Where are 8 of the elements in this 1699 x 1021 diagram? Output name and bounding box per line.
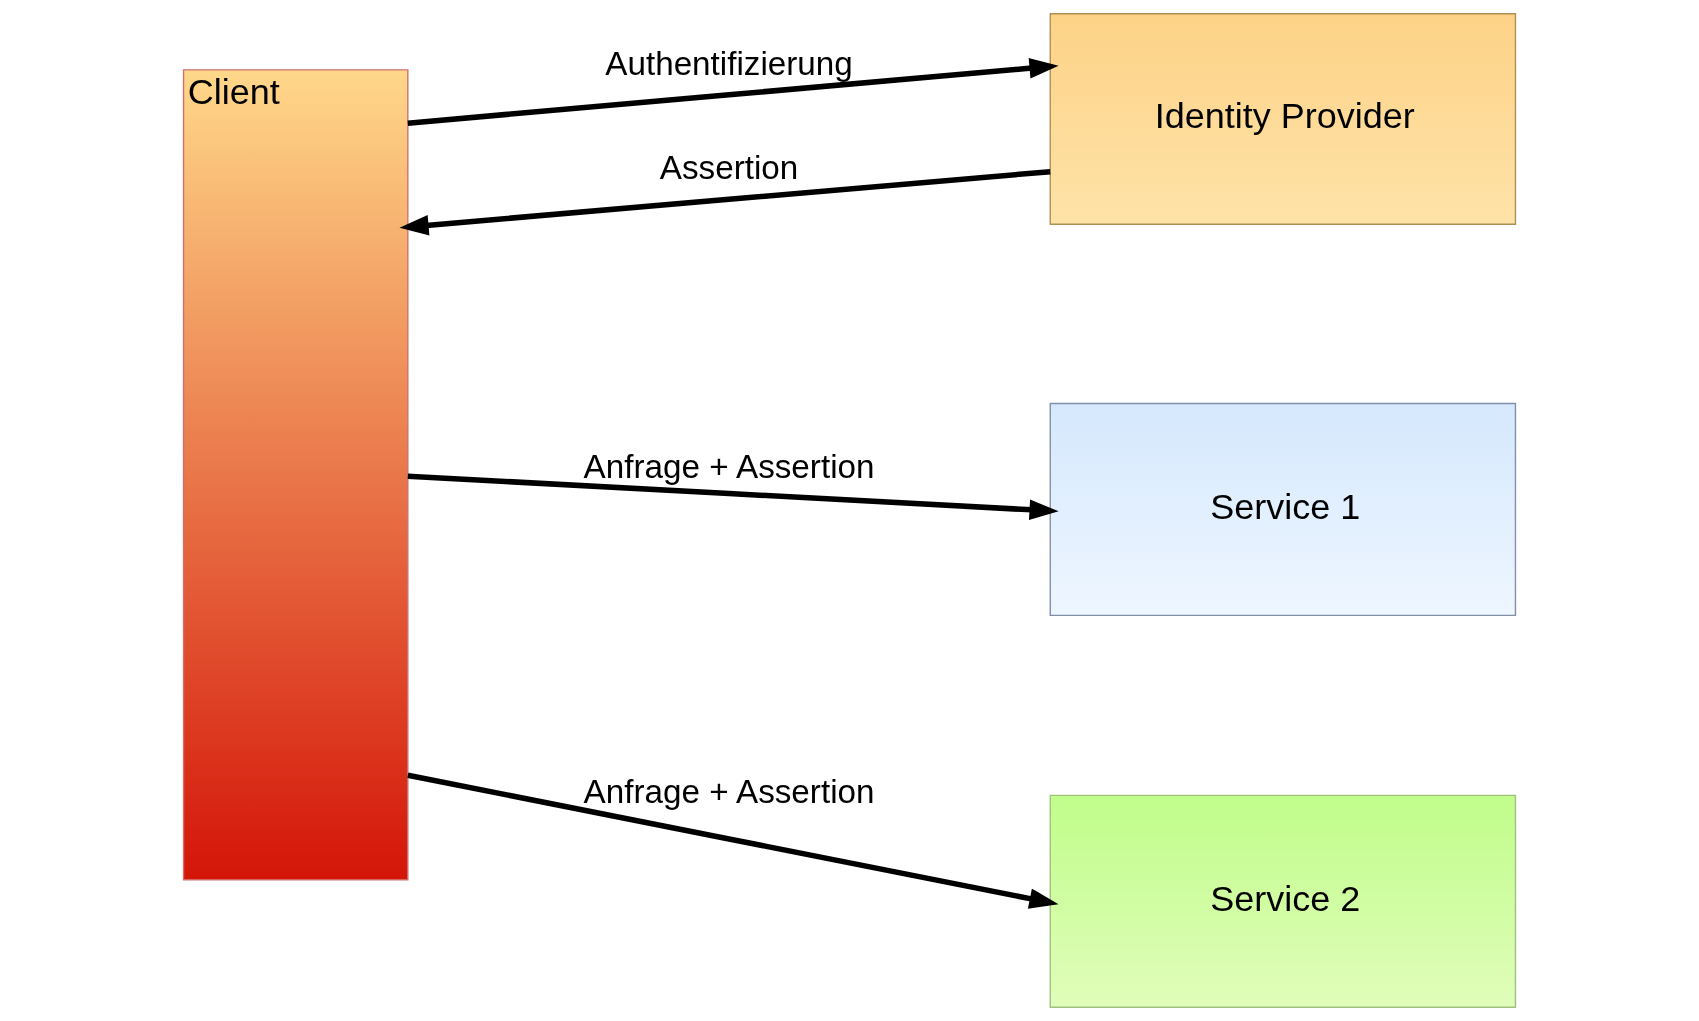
arrow [399,168,1051,236]
edge-label: Assertion [659,148,799,186]
arrow [407,58,1059,126]
arrow [407,473,1059,520]
arrow [407,772,1059,909]
edge-label: Authentifizierung [605,44,853,82]
edge-label: Anfrage + Assertion [583,447,875,485]
edge-label: Anfrage + Assertion [583,773,875,811]
